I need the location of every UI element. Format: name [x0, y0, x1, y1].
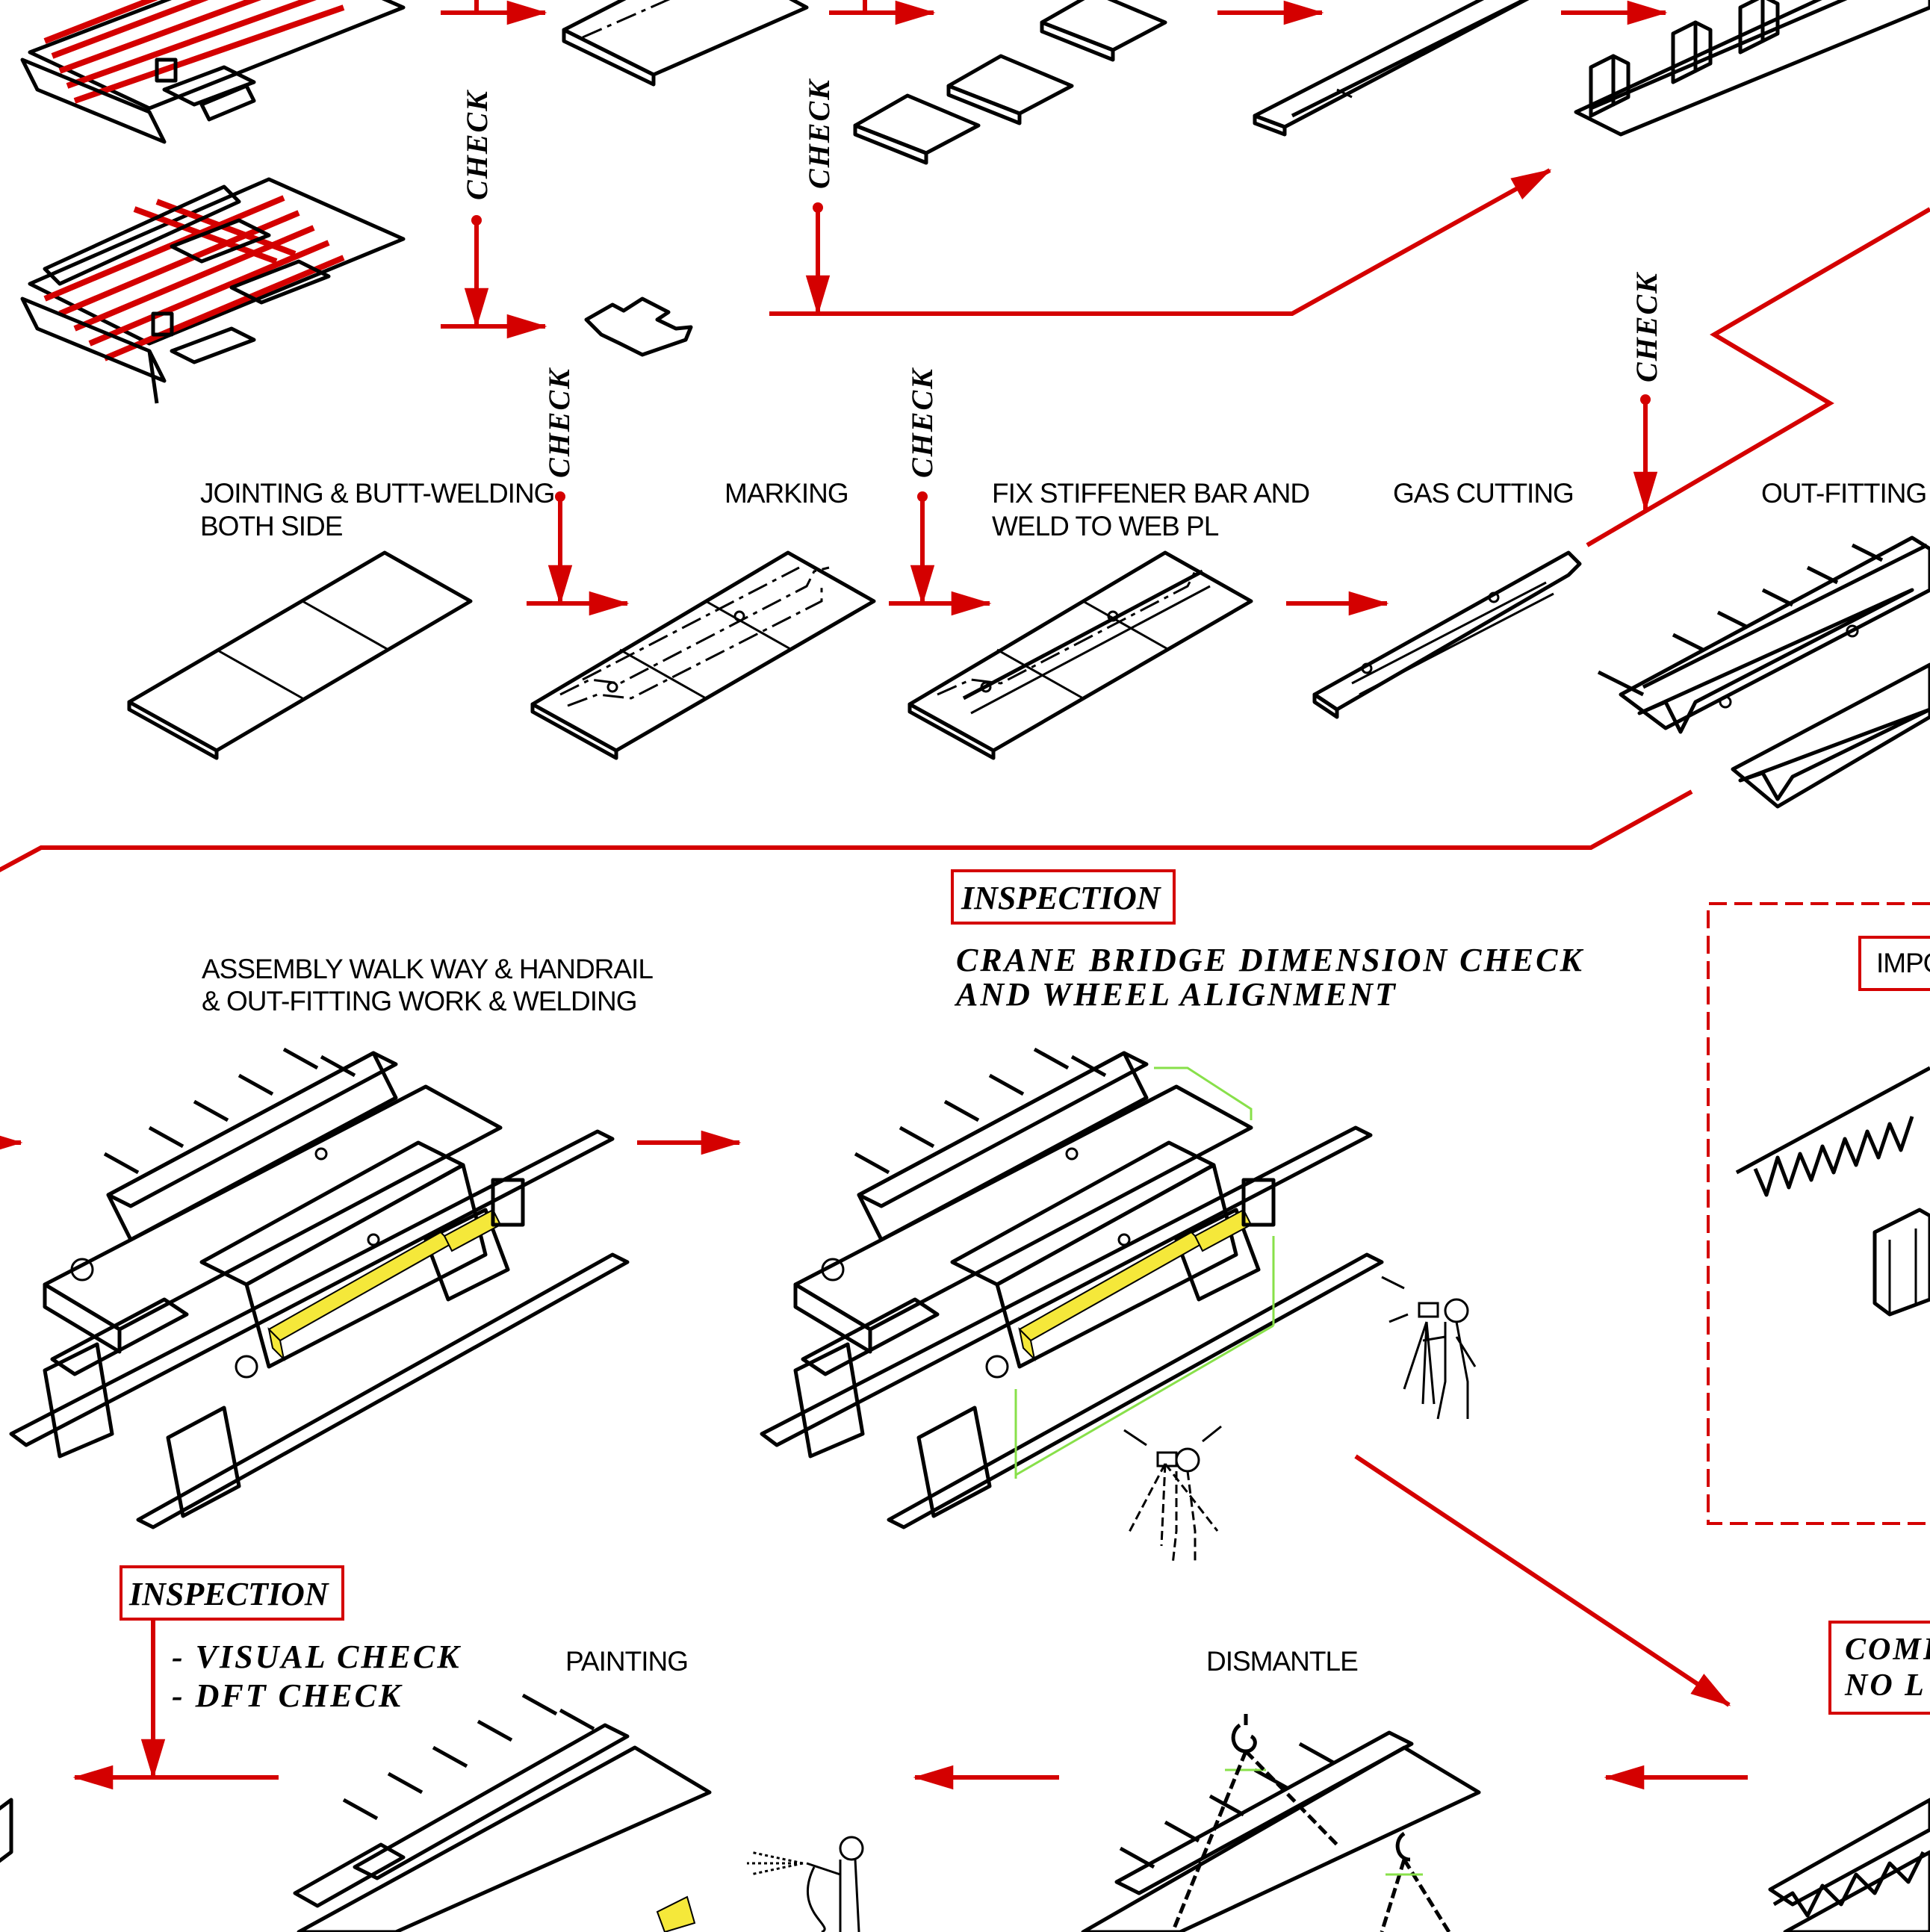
crane-assembly-2 — [760, 1047, 1384, 1529]
small-cut-piece — [584, 296, 693, 357]
label-gas-cutting: GAS CUTTING — [1393, 478, 1574, 509]
inspection-top-title: INSPECTION — [961, 880, 1162, 916]
outfitting-girder — [1597, 535, 1930, 809]
check-label-1: CHECK — [460, 90, 494, 200]
cutting-machine-1 — [20, 0, 406, 144]
flow-lines-top — [0, 0, 1930, 1790]
check-label-2: CHECK — [802, 78, 836, 189]
label-assembly-2: & OUT-FITTING WORK & WELDING — [202, 986, 637, 1016]
label-jointing-1: JOINTING & BUTT-WELDING — [200, 478, 554, 509]
inspection-bottom-title: INSPECTION — [128, 1576, 330, 1612]
label-outfitting: OUT-FITTING W — [1761, 478, 1930, 509]
inspection-top: INSPECTION CRANE BRIDGE DIMENSION CHECK … — [951, 869, 1584, 1013]
inspection-top-line2: AND WHEEL ALIGNMENT — [954, 976, 1397, 1013]
label-marking: MARKING — [724, 478, 848, 509]
crane-dismantle — [1081, 1714, 1481, 1932]
impo-text: IMPO — [1876, 948, 1930, 978]
inspection-bottom-box — [120, 1565, 344, 1621]
surveyor-figure-1 — [1381, 1276, 1477, 1420]
label-jointing-2: BOTH SIDE — [200, 511, 343, 541]
painted-item-partial — [0, 1798, 13, 1863]
check-labels: CHECK CHECK CHECK CHECK CHECK — [460, 78, 1663, 478]
plate-stiffener — [907, 550, 1253, 760]
beam-with-diaphragms — [1574, 0, 1930, 137]
gas-cut-web — [1312, 550, 1582, 719]
step-labels: JOINTING & BUTT-WELDING BOTH SIDE MARKIN… — [200, 478, 1930, 1677]
comp-text: COMP — [1845, 1633, 1930, 1667]
label-fix-1: FIX STIFFENER BAR AND — [992, 478, 1309, 509]
check-label-5: CHECK — [1630, 272, 1663, 382]
label-painting: PAINTING — [565, 1646, 688, 1677]
plate-jointing — [127, 550, 473, 760]
inspection-top-box — [951, 869, 1176, 925]
crane-painting — [293, 1693, 864, 1932]
plates-stack — [853, 0, 1167, 165]
check-label-4: CHECK — [905, 367, 939, 478]
label-dismantle: DISMANTLE — [1206, 1646, 1358, 1677]
inspection-bottom-line1: - VISUAL CHECK — [172, 1639, 462, 1675]
inspection-bottom-line2: - DFT CHECK — [172, 1677, 403, 1714]
important-region: IMPO — [1707, 902, 1930, 1525]
long-beam-top — [1253, 0, 1530, 137]
crane-partial-bottom-right — [1768, 1798, 1930, 1932]
surveyor-figure-2 — [1123, 1425, 1222, 1565]
inspection-bottom: INSPECTION - VISUAL CHECK - DFT CHECK — [120, 1565, 462, 1714]
crane-assembly-1 — [9, 1047, 630, 1529]
label-fix-2: WELD TO WEB PL — [992, 511, 1219, 541]
inspection-top-line1: CRANE BRIDGE DIMENSION CHECK — [956, 942, 1584, 978]
cutting-machine-2 — [20, 177, 406, 404]
plate-marking — [530, 550, 876, 760]
nol-text: NO L — [1844, 1668, 1926, 1703]
comp-box: COMP NO L — [1828, 1621, 1930, 1715]
impo-box — [1858, 936, 1930, 991]
label-assembly-1: ASSEMBLY WALK WAY & HANDRAIL — [202, 954, 653, 984]
plate-top-1 — [562, 0, 809, 87]
check-label-3: CHECK — [542, 367, 576, 478]
